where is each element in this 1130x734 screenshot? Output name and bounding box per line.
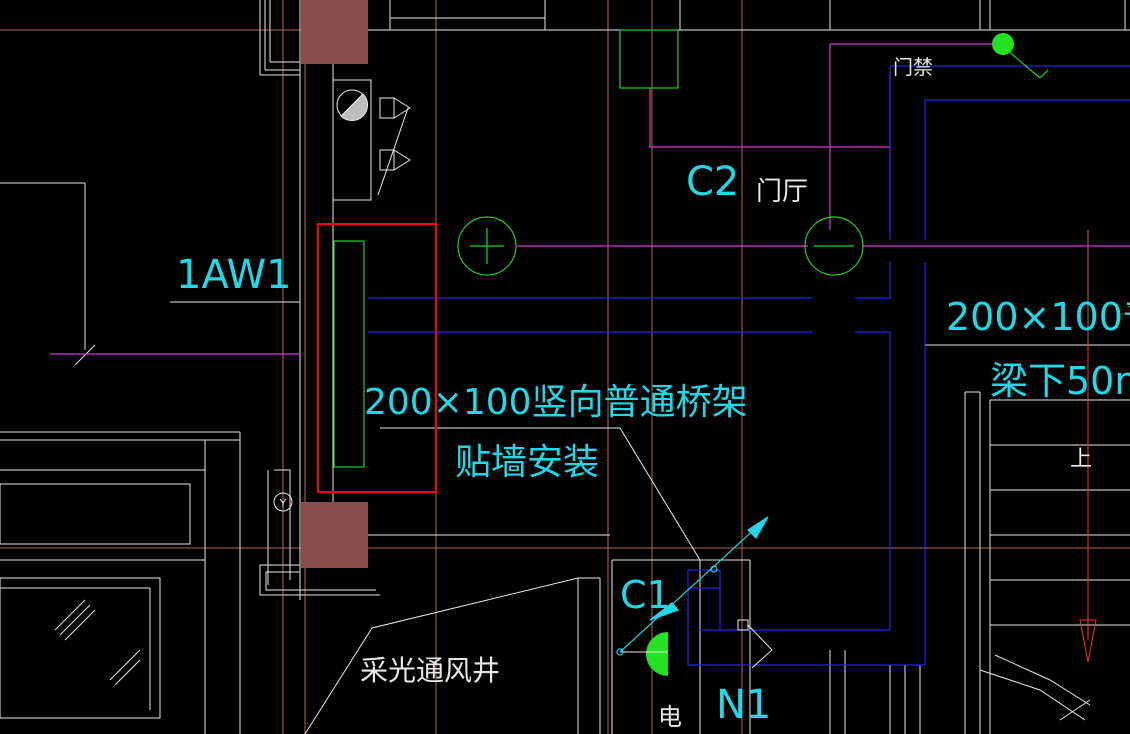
label-up: 上 [1070,447,1092,472]
label-shaft: 采光通风井 [360,654,500,687]
leader-arrows [616,516,769,656]
label-mentin: 门厅 [756,177,808,207]
label-tray-right-2: 梁下50mm [990,359,1130,403]
label-dian: 电 [658,703,682,731]
label-tray-vertical-1: 200×100竖向普通桥架 [364,382,748,423]
column-bottom [301,502,368,568]
stair-arrow [1079,340,1097,663]
window-hatch [54,599,141,686]
door-symbol [737,619,773,669]
y-symbol-icon [273,492,293,512]
y-symbol-text: Y [279,497,287,510]
highlight-box[interactable] [317,223,437,493]
access-control-device-icon[interactable] [992,33,1014,55]
grid-bubble-plus[interactable] [457,216,517,276]
label-c1: C1 [620,573,671,617]
label-c2: C2 [686,159,739,205]
grid-bubble-minus[interactable] [804,216,864,276]
bell-icon [646,632,668,676]
label-menjin: 门禁 [893,55,933,79]
cable-tray-lines [368,65,1130,666]
label-1aw1: 1AW1 [176,252,292,298]
wall-devices [332,79,411,201]
label-leader [380,427,701,561]
column-top [301,0,368,64]
label-n1: N1 [716,682,771,728]
label-tray-right-1: 200×100普通桥 [946,295,1130,339]
label-tray-vertical-2: 贴墙安装 [455,442,599,483]
